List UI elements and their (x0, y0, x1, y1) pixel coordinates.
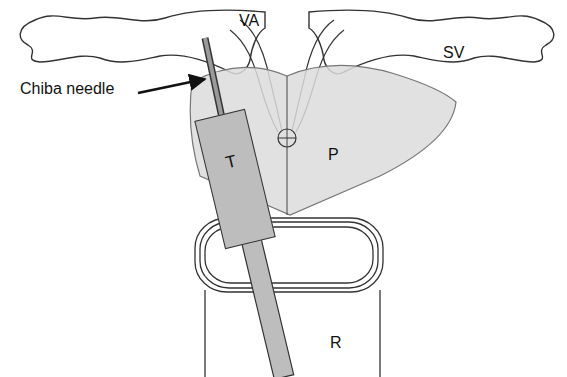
anatomy-label: R (330, 334, 342, 352)
anatomy-label: SV (443, 44, 464, 62)
needle (205, 38, 222, 118)
anatomy-label: VA (239, 12, 259, 30)
probe-label: T (224, 152, 239, 174)
urethra (278, 129, 296, 147)
anatomy-label: P (328, 146, 339, 164)
instrument-label: Chiba needle (20, 80, 114, 98)
midline (287, 76, 288, 215)
leader-arrow (138, 79, 205, 93)
